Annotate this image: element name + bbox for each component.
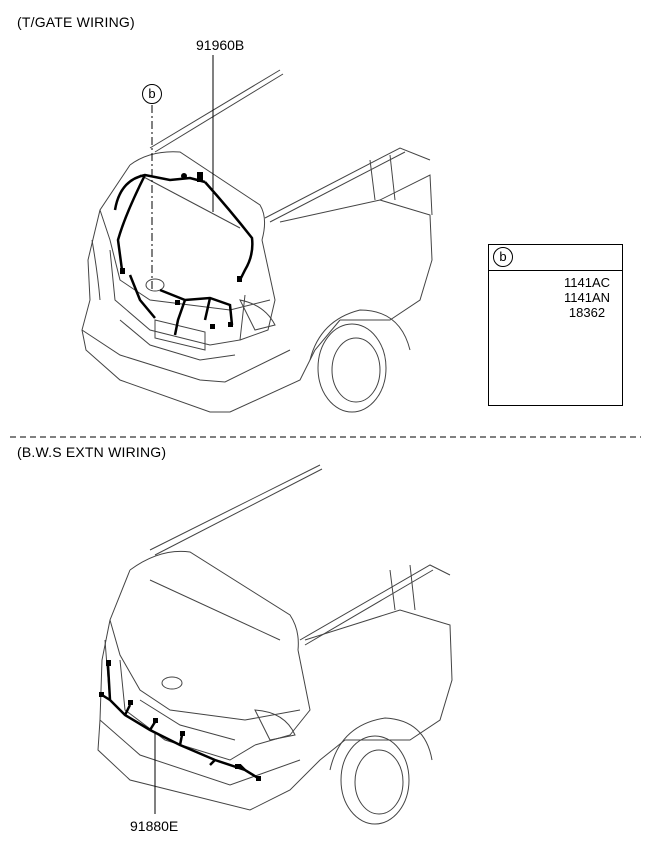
part-code-18362: 18362 <box>568 305 606 320</box>
roof-rail-line <box>149 69 281 149</box>
part-code-1141AC: 1141AC <box>563 275 610 290</box>
section-title-tailgate-wiring: (T/GATE WIRING) <box>17 14 135 30</box>
part-number-tailgate-harness: 91960B <box>196 37 245 53</box>
detail-box-header: b <box>489 245 622 271</box>
part-code-1141AN: 1141AN <box>563 290 610 305</box>
detail-ref-b-circle: b <box>493 247 513 267</box>
section-title-bws-extn-wiring: (B.W.S EXTN WIRING) <box>17 444 167 460</box>
part-number-bws-extn-harness: 91880E <box>130 818 179 834</box>
detail-part-codes: 1141AC 1141AN 18362 <box>564 275 610 320</box>
bws-extn-harness-wire <box>101 664 259 780</box>
tailgate-harness-wire <box>113 173 254 336</box>
detail-box-b: b 1141AC 1141AN 18362 <box>488 244 623 406</box>
callout-b-circle: b <box>142 84 162 104</box>
